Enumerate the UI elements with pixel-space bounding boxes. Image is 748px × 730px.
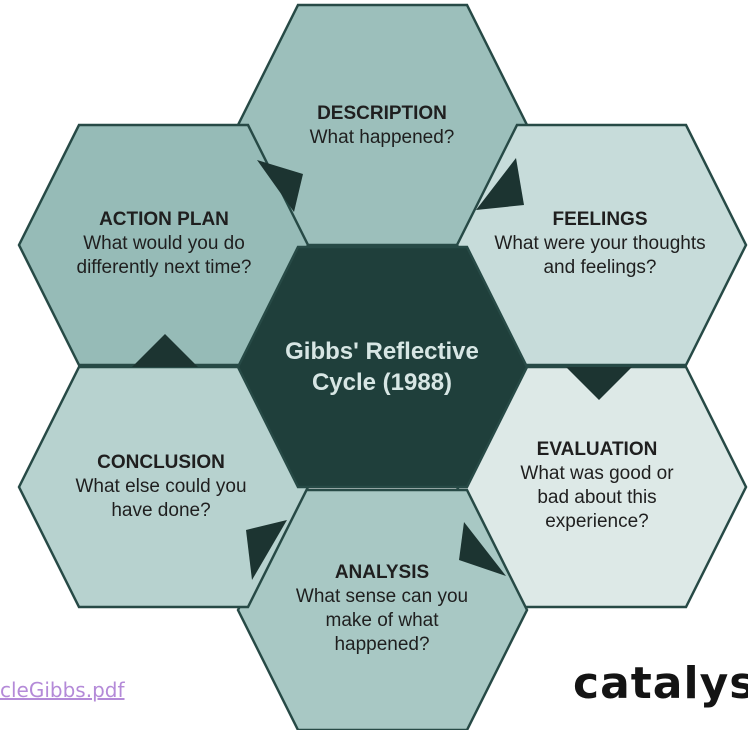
- arrow-conclusion-to-action-plan: [132, 334, 198, 367]
- stage-feelings-title: FEELINGS: [552, 209, 648, 230]
- pdf-link[interactable]: cleGibbs.pdf: [0, 678, 125, 702]
- stage-evaluation-body: What was good or bad about this experien…: [520, 463, 674, 532]
- arrow-description-to-feelings: [476, 158, 524, 210]
- stage-description: DESCRIPTION What happened?: [268, 102, 496, 150]
- stage-evaluation: EVALUATION What was good or bad about th…: [482, 438, 712, 534]
- stage-feelings-body: What were your thoughts and feelings?: [494, 233, 706, 278]
- stage-description-body: What happened?: [309, 127, 455, 148]
- catalyst-logo: catalyst: [573, 658, 748, 709]
- stage-analysis-title: ANALYSIS: [334, 562, 430, 583]
- center-title: Gibbs' Reflective Cycle (1988): [285, 338, 479, 396]
- arrow-analysis-to-conclusion: [246, 520, 287, 580]
- stage-conclusion-body: What else could you have done?: [75, 476, 247, 521]
- hex-center: [236, 245, 529, 489]
- stage-conclusion: CONCLUSION What else could you have done…: [47, 451, 275, 523]
- stage-analysis: ANALYSIS What sense can you make of what…: [268, 561, 496, 657]
- stage-action-plan-title: ACTION PLAN: [99, 209, 229, 230]
- stage-action-plan-body: What would you do differently next time?: [76, 233, 252, 278]
- hex-action-plan: [17, 123, 310, 367]
- arrow-action-plan-to-description: [257, 160, 303, 212]
- stage-description-title: DESCRIPTION: [317, 103, 447, 124]
- stage-action-plan: ACTION PLAN What would you do differentl…: [44, 208, 284, 280]
- arrow-feelings-to-evaluation: [566, 367, 632, 400]
- stage-feelings: FEELINGS What were your thoughts and fee…: [469, 208, 731, 280]
- stage-evaluation-title: EVALUATION: [536, 439, 658, 460]
- arrow-evaluation-to-analysis: [459, 522, 506, 576]
- stage-analysis-body: What sense can you make of what happened…: [295, 586, 469, 655]
- stage-conclusion-title: CONCLUSION: [97, 452, 225, 473]
